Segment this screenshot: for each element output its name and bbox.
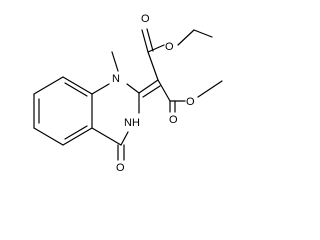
ester-carbonyl-bond — [141, 29, 149, 53]
bond — [91, 83, 110, 95]
bond — [62, 127, 93, 146]
ethyl-bond — [197, 80, 223, 98]
ethyl-bond — [193, 29, 213, 38]
atom-label-upper-ester-o: O — [165, 41, 174, 53]
bond — [91, 127, 122, 146]
bond — [120, 131, 129, 146]
ester-bond — [147, 44, 165, 53]
atom-label-carbonyl-o: O — [116, 162, 125, 174]
structure-canvas: N NH O O O O O — [33, 13, 223, 174]
double-bond-inner — [64, 82, 88, 97]
atom-label-nh: NH — [124, 117, 140, 129]
bond — [33, 76, 64, 95]
exocyclic-double-bond — [138, 79, 159, 94]
ester-carbonyl-bond — [146, 28, 154, 52]
ester-bond — [157, 79, 171, 102]
atom-label-upper-carbonyl-o: O — [141, 13, 150, 25]
double-bond-inner — [64, 125, 88, 140]
bond — [33, 127, 64, 146]
molecule-drawing: N NH O O O O O — [33, 13, 223, 174]
atom-label-lower-carbonyl-o: O — [169, 114, 178, 126]
methyl-bond — [111, 51, 119, 72]
bond — [62, 76, 93, 95]
ester-bond — [147, 51, 159, 81]
exocyclic-double-bond — [142, 85, 161, 98]
atom-label-lower-ester-o: O — [186, 96, 195, 108]
bond — [126, 83, 140, 94]
ester-bond — [177, 29, 195, 46]
atom-label-n1: N — [112, 73, 120, 85]
